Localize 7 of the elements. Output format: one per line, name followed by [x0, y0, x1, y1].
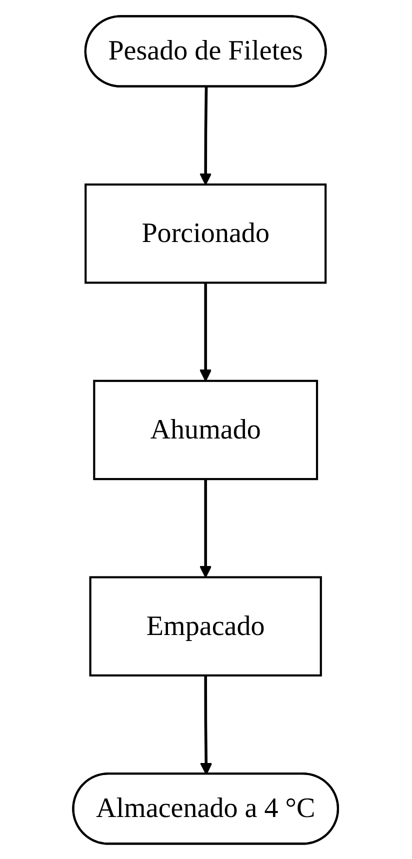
- node-box: Ahumado: [94, 379, 318, 480]
- node-box: Porcionado: [84, 183, 328, 284]
- arrow: [200, 478, 212, 578]
- arrow: [200, 282, 212, 381]
- arrow: [200, 86, 212, 185]
- node-box: Empacado: [90, 576, 322, 676]
- arrow: [200, 674, 213, 774]
